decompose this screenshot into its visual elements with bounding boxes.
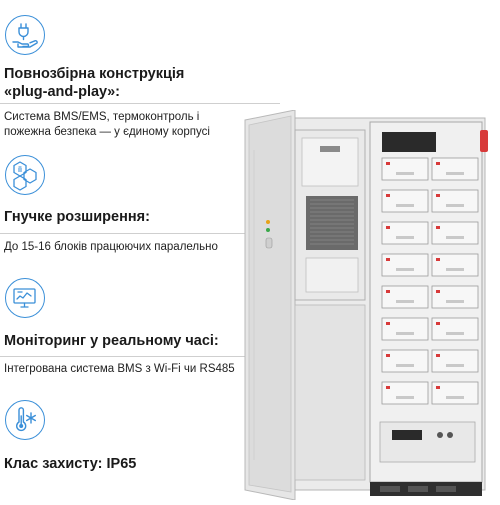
monitoring-screen-icon bbox=[5, 278, 45, 318]
battery-module bbox=[431, 317, 479, 341]
module-handle-icon bbox=[446, 204, 464, 207]
module-indicator-icon bbox=[386, 258, 390, 261]
battery-module bbox=[431, 285, 479, 309]
feature-title-plug-and-play: Повнозбірна конструкція «plug-and-play»: bbox=[4, 65, 184, 101]
plug-hand-icon bbox=[5, 15, 45, 55]
door-handle-icon bbox=[265, 237, 273, 249]
feature-title-line: Повнозбірна конструкція bbox=[4, 66, 185, 82]
battery-module bbox=[431, 349, 479, 373]
module-indicator-icon bbox=[386, 162, 390, 165]
module-indicator-icon bbox=[386, 322, 390, 325]
module-handle-icon bbox=[446, 236, 464, 239]
module-handle-icon bbox=[446, 300, 464, 303]
module-indicator-icon bbox=[436, 354, 440, 357]
door-indicator-icon bbox=[266, 228, 270, 232]
module-handle-icon bbox=[446, 172, 464, 175]
battery-module bbox=[381, 381, 429, 405]
module-handle-icon bbox=[396, 300, 414, 303]
battery-module bbox=[431, 381, 479, 405]
module-indicator-icon bbox=[386, 290, 390, 293]
module-handle-icon bbox=[446, 396, 464, 399]
module-handle-icon bbox=[396, 236, 414, 239]
module-handle-icon bbox=[446, 332, 464, 335]
module-indicator-icon bbox=[436, 258, 440, 261]
module-handle-icon bbox=[446, 268, 464, 271]
feature-title-expansion: Гнучке розширення: bbox=[4, 209, 150, 225]
feature-desc-plug-and-play: Система BMS/EMS, термоконтроль і пожежна… bbox=[4, 110, 210, 140]
battery-module bbox=[381, 253, 429, 277]
module-indicator-icon bbox=[436, 386, 440, 389]
module-indicator-icon bbox=[436, 226, 440, 229]
divider bbox=[0, 356, 280, 357]
battery-module bbox=[381, 285, 429, 309]
feature-title-protection: Клас захисту: IP65 bbox=[4, 456, 137, 472]
feature-title-line: «plug-and-play»: bbox=[4, 84, 121, 100]
battery-module bbox=[381, 317, 429, 341]
battery-module bbox=[431, 221, 479, 245]
thermometer-snowflake-icon bbox=[5, 400, 45, 440]
module-handle-icon bbox=[396, 332, 414, 335]
module-indicator-icon bbox=[436, 290, 440, 293]
hexagon-expansion-icon bbox=[5, 155, 45, 195]
battery-module bbox=[431, 189, 479, 213]
feature-desc-expansion: До 15-16 блоків працюючих паралельно bbox=[4, 241, 218, 253]
door-indicator-icon bbox=[266, 220, 270, 224]
module-indicator-icon bbox=[386, 194, 390, 197]
battery-storage-cabinet-illustration bbox=[240, 109, 500, 501]
battery-module bbox=[431, 253, 479, 277]
status-indicator-icon bbox=[480, 130, 488, 152]
module-handle-icon bbox=[396, 396, 414, 399]
battery-module bbox=[431, 157, 479, 181]
module-indicator-icon bbox=[386, 386, 390, 389]
module-handle-icon bbox=[396, 204, 414, 207]
divider bbox=[0, 233, 280, 234]
module-indicator-icon bbox=[436, 194, 440, 197]
feature-desc-monitoring: Інтегрована система BMS з Wi-Fi чи RS485 bbox=[4, 363, 235, 375]
feature-title-monitoring: Моніторинг у реальному часі: bbox=[4, 333, 219, 349]
battery-module bbox=[381, 157, 429, 181]
feature-desc-line: Система BMS/EMS, термоконтроль і bbox=[4, 111, 200, 123]
module-handle-icon bbox=[446, 364, 464, 367]
battery-module bbox=[381, 349, 429, 373]
cabinet-drawing bbox=[244, 109, 488, 501]
module-handle-icon bbox=[396, 364, 414, 367]
module-indicator-icon bbox=[436, 322, 440, 325]
module-handle-icon bbox=[396, 172, 414, 175]
battery-module bbox=[381, 189, 429, 213]
module-handle-icon bbox=[396, 268, 414, 271]
battery-module bbox=[381, 221, 429, 245]
module-indicator-icon bbox=[436, 162, 440, 165]
module-indicator-icon bbox=[386, 354, 390, 357]
divider bbox=[0, 103, 280, 104]
feature-desc-line: пожежна безпека — у єдиному корпусі bbox=[4, 126, 210, 138]
module-indicator-icon bbox=[386, 226, 390, 229]
